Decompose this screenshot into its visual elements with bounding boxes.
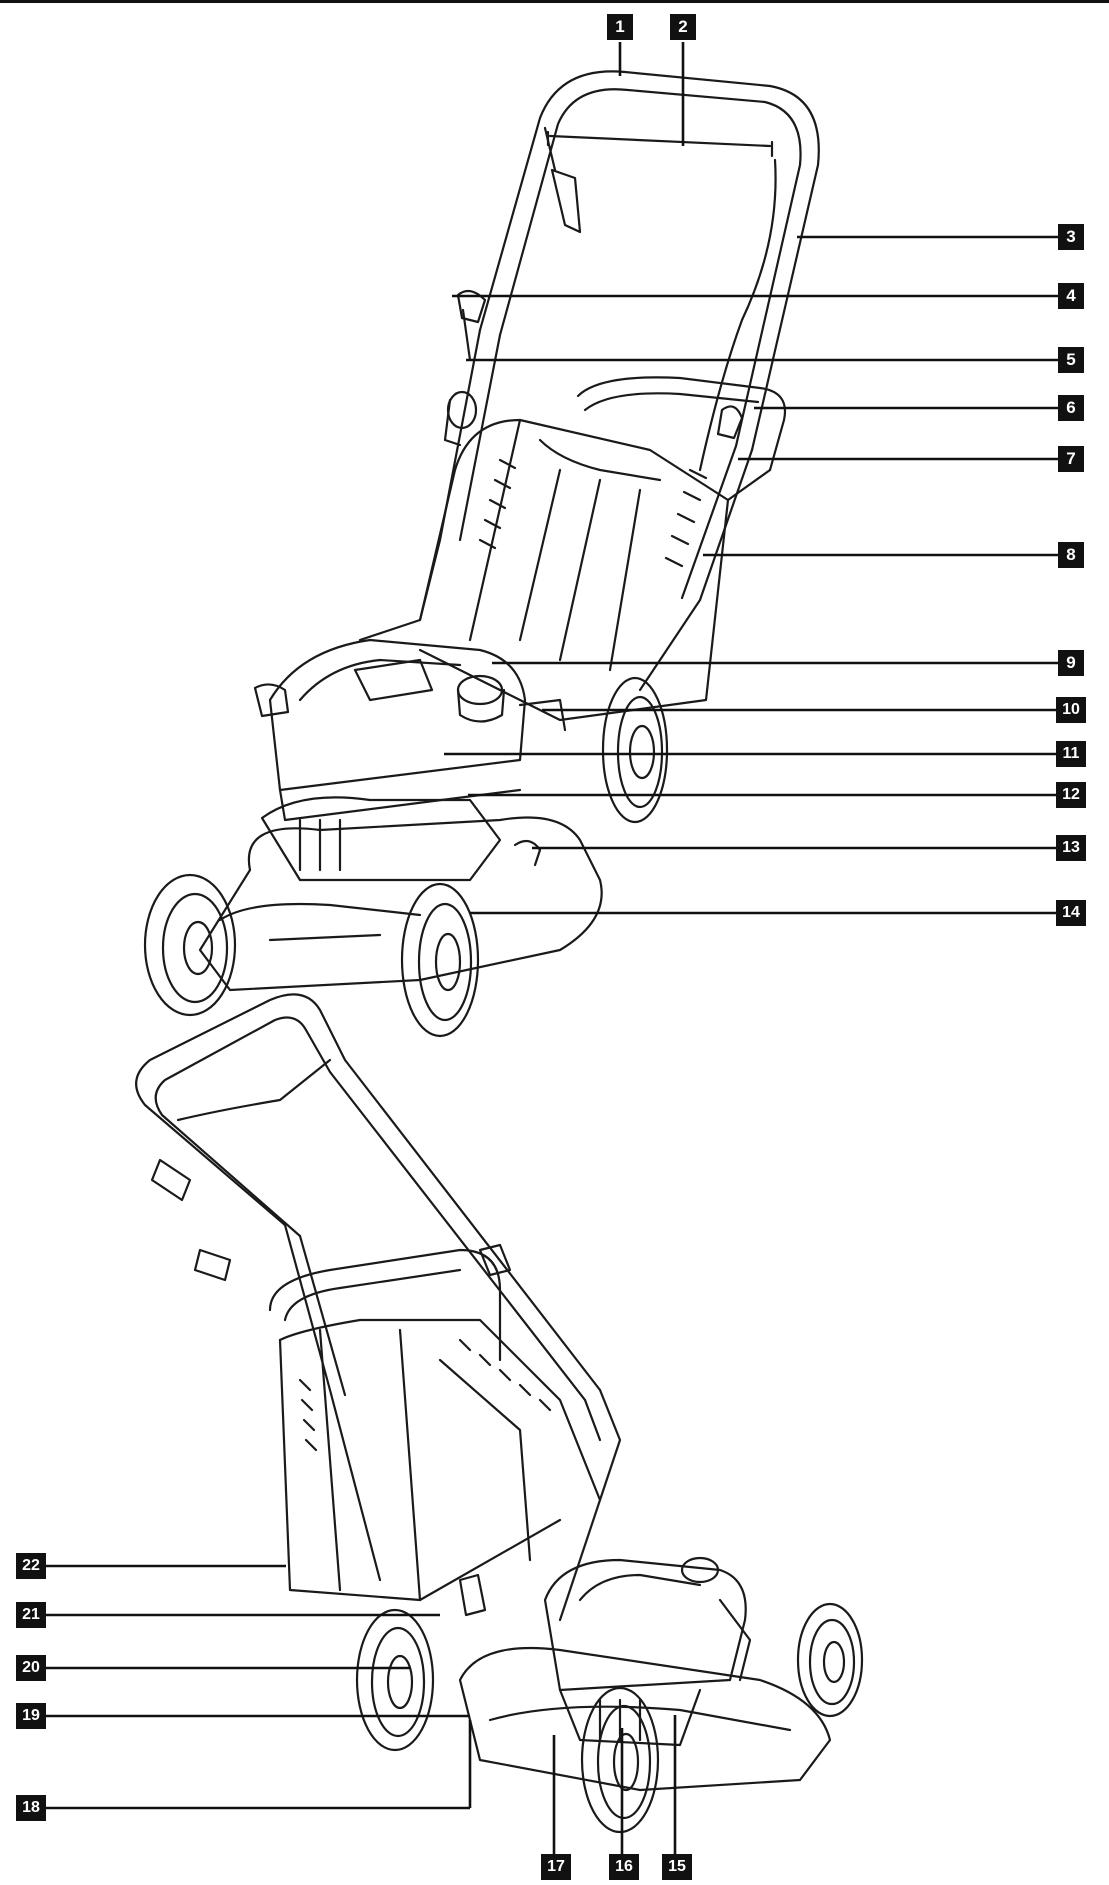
callout-21: 21 (16, 1602, 46, 1628)
callout-9: 9 (1058, 650, 1084, 676)
callout-5: 5 (1058, 347, 1084, 373)
callout-4: 4 (1058, 283, 1084, 309)
callout-8: 8 (1058, 542, 1084, 568)
callout-2: 2 (670, 14, 696, 40)
callout-16: 16 (609, 1854, 639, 1880)
callout-14: 14 (1056, 900, 1086, 926)
callout-20: 20 (16, 1655, 46, 1681)
callout-19: 19 (16, 1703, 46, 1729)
callout-18: 18 (16, 1795, 46, 1821)
callout-13: 13 (1056, 835, 1086, 861)
mower-rear-view (135, 993, 864, 1834)
callout-17: 17 (541, 1854, 571, 1880)
callout-11: 11 (1056, 741, 1086, 767)
callout-7: 7 (1058, 446, 1084, 472)
mower-front-view (143, 70, 820, 1038)
callout-6: 6 (1058, 395, 1084, 421)
callout-10: 10 (1056, 697, 1086, 723)
callout-1: 1 (607, 14, 633, 40)
callout-12: 12 (1056, 782, 1086, 808)
callout-15: 15 (662, 1854, 692, 1880)
callout-3: 3 (1058, 224, 1084, 250)
callout-22: 22 (16, 1553, 46, 1579)
leader-lines (46, 42, 1058, 1854)
